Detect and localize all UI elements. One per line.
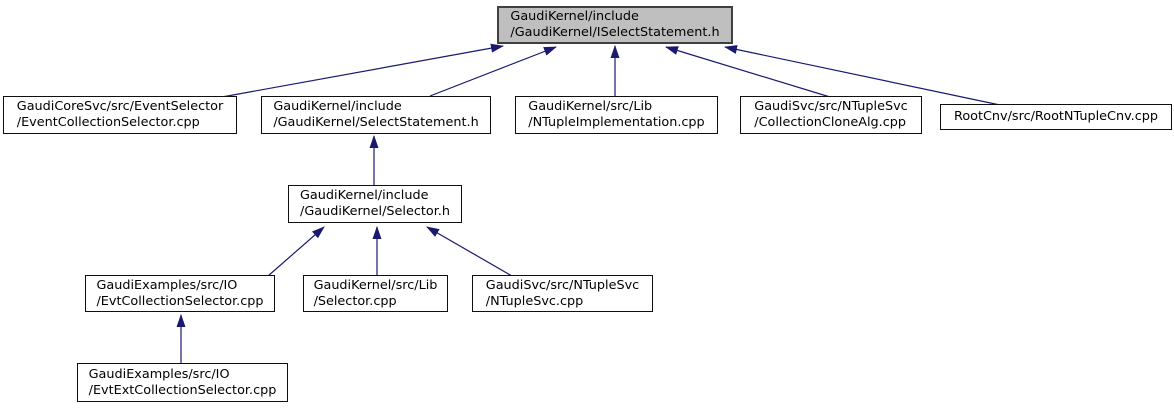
edge-arrow bbox=[665, 46, 831, 98]
node-label: GaudiSvc/src/NTupleSvc bbox=[485, 277, 640, 293]
node-label: /GaudiKernel/SelectStatement.h bbox=[273, 115, 479, 130]
node-selector-h[interactable]: GaudiKernel/include /GaudiKernel/Selecto… bbox=[288, 185, 462, 223]
node-collectionclonealg-cpp[interactable]: GaudiSvc/src/NTupleSvc /CollectionCloneA… bbox=[740, 96, 922, 134]
node-label: /GaudiKernel/ISelectStatement.h bbox=[510, 25, 720, 40]
node-iselectstatement-h: GaudiKernel/include /GaudiKernel/ISelect… bbox=[497, 6, 733, 44]
node-label: GaudiKernel/include bbox=[273, 99, 402, 114]
node-label: GaudiKernel/src/Lib bbox=[528, 99, 653, 114]
node-label: GaudiExamples/src/IO bbox=[88, 366, 230, 382]
node-ntupleimplementation-cpp[interactable]: GaudiKernel/src/Lib /NTupleImplementatio… bbox=[515, 96, 718, 134]
edge-arrow bbox=[724, 45, 1001, 106]
node-label: GaudiCoreSvc/src/EventSelector bbox=[16, 99, 224, 114]
node-label: GaudiExamples/src/IO bbox=[96, 277, 238, 293]
node-label: /GaudiKernel/Selector.h bbox=[300, 204, 450, 219]
node-label: /CollectionCloneAlg.cpp bbox=[754, 115, 906, 130]
node-label: /NTupleImplementation.cpp bbox=[528, 115, 705, 130]
node-label: /EvtExtCollectionSelector.cpp bbox=[88, 382, 277, 398]
node-rootntuplecnv-cpp[interactable]: RootCnv/src/RootNTupleCnv.cpp bbox=[940, 104, 1172, 130]
edge-arrow bbox=[426, 226, 513, 277]
node-selector-cpp[interactable]: GaudiKernel/src/Lib /Selector.cpp bbox=[303, 275, 448, 312]
node-eventcollectionselector-cpp[interactable]: GaudiCoreSvc/src/EventSelector /EventCol… bbox=[3, 96, 237, 134]
node-label: RootCnv/src/RootNTupleCnv.cpp bbox=[954, 109, 1158, 124]
node-label: /EventCollectionSelector.cpp bbox=[16, 115, 200, 130]
node-evtcollectionselector-cpp[interactable]: GaudiExamples/src/IO /EvtCollectionSelec… bbox=[85, 275, 275, 312]
node-label: /EvtCollectionSelector.cpp bbox=[96, 293, 264, 309]
node-label: GaudiKernel/src/Lib bbox=[313, 277, 438, 293]
node-label: GaudiKernel/include bbox=[510, 9, 639, 24]
node-ntuplesvc-cpp[interactable]: GaudiSvc/src/NTupleSvc /NTupleSvc.cpp bbox=[472, 275, 653, 312]
node-label: /NTupleSvc.cpp bbox=[485, 293, 584, 309]
edge-arrow bbox=[267, 226, 325, 277]
edge-arrow bbox=[429, 46, 557, 97]
node-selectstatement-h[interactable]: GaudiKernel/include /GaudiKernel/SelectS… bbox=[261, 96, 491, 134]
node-label: GaudiSvc/src/NTupleSvc bbox=[754, 99, 908, 114]
node-evtextcollectionselector-cpp[interactable]: GaudiExamples/src/IO /EvtExtCollectionSe… bbox=[77, 363, 288, 402]
node-label: GaudiKernel/include bbox=[300, 188, 429, 203]
node-label: /Selector.cpp bbox=[313, 293, 397, 309]
edge-arrow bbox=[221, 43, 504, 98]
